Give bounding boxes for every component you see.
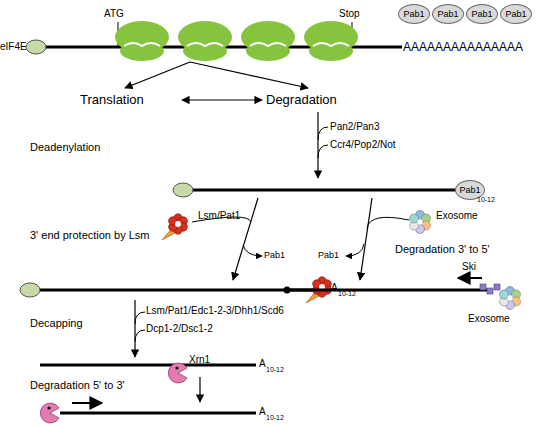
text-label: Xrn1 (189, 355, 210, 365)
node-label: Pab1 (437, 10, 458, 19)
text-label: 3' end protection by Lsm (30, 230, 150, 241)
text-label: A (259, 359, 266, 369)
pab1-protein: Pab1 (432, 4, 464, 24)
text-label: Ccr4/Pop2/Not (330, 140, 396, 150)
node-label: Pab1 (459, 186, 480, 195)
node-label: Pab1 (471, 10, 492, 19)
pab1-protein: Pab1 (398, 4, 430, 24)
text-label: Degradation 5' to 3' (30, 380, 125, 391)
text-label: AAAAAAAAAAAAAAA (403, 41, 523, 53)
text-label: Degradation 3' to 5' (395, 244, 490, 255)
cap-binding-protein: eIF4E (0, 38, 47, 56)
text-label: 10-12 (338, 290, 356, 297)
pab1-protein: Pab1 (500, 4, 532, 24)
text-label: Ski (462, 262, 476, 272)
text-label: Deadenylation (30, 142, 100, 153)
text-label: Stop (339, 9, 360, 19)
text-label: Dcp1-2/Dsc1-2 (146, 324, 213, 334)
text-label: A (331, 283, 338, 293)
text-label: 10-12 (266, 366, 284, 373)
text-label: Lsm/Pat1/Edc1-2-3/Dhh1/Scd6 (146, 306, 284, 316)
text-label: 10-12 (266, 414, 284, 421)
text-label: Decapping (30, 318, 83, 329)
text-label: Pab1 (264, 251, 285, 260)
text-label: Lsm/Pat1 (198, 211, 240, 221)
text-label: Exosome (436, 211, 478, 221)
text-label: ATG (104, 9, 124, 19)
node-label: eIF4E (0, 42, 27, 52)
pab1-protein: Pab1 (466, 4, 498, 24)
subscript-label: 10-12 (477, 196, 495, 203)
text-label: A (259, 407, 266, 417)
node-label: Pab1 (403, 10, 424, 19)
text-label: Degradation (266, 93, 337, 106)
text-label: Translation (80, 93, 144, 106)
text-label: Pab1 (318, 251, 339, 260)
pab1-protein: Pab110-12 (455, 180, 485, 200)
text-label: Pan2/Pan3 (330, 122, 380, 132)
cap-ellipse (26, 40, 46, 54)
text-label: Exosome (468, 314, 510, 324)
node-label: Pab1 (505, 10, 526, 19)
